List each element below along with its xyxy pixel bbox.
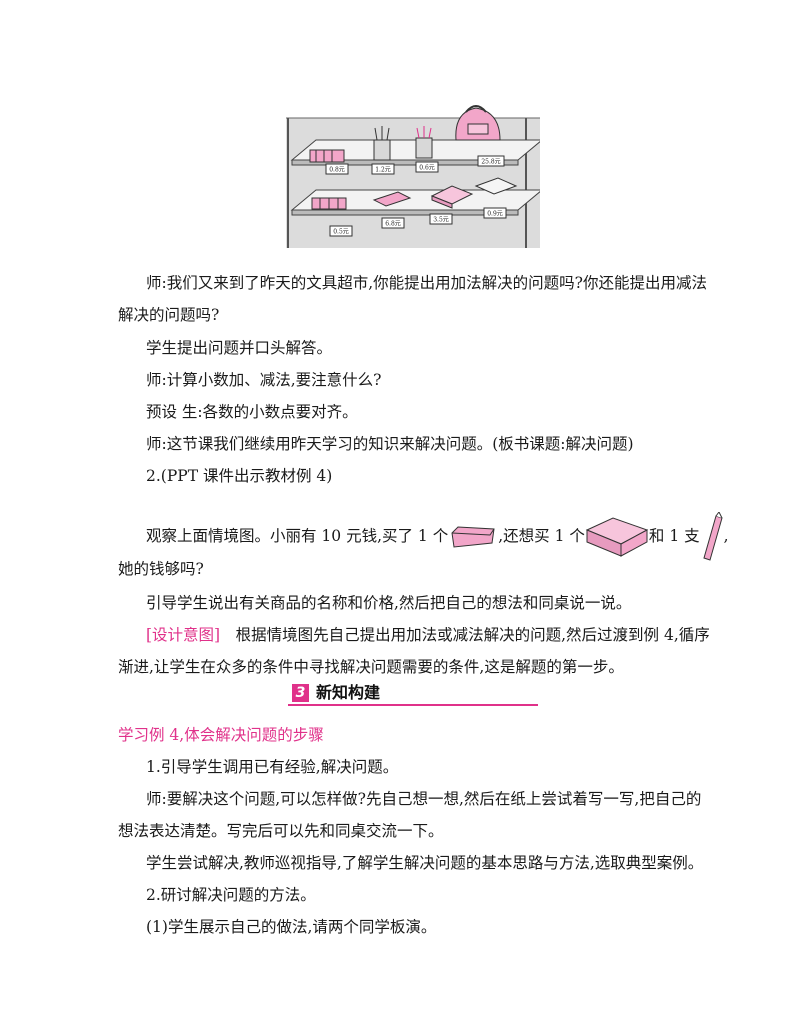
- paragraph-step2: 2.研讨解决问题的方法。: [146, 886, 316, 904]
- pencil-cup-item: [373, 126, 391, 161]
- observe-text-b: ,还想买 1 个: [498, 527, 585, 545]
- price-tag: 0.5元: [333, 229, 349, 236]
- pencil-case-item: [372, 191, 412, 207]
- section-divider: [288, 704, 538, 706]
- paragraph-teacher-instruction-line1: 师:要解决这个问题,可以怎样做?先自己想一想,然后在纸上尝试着写一写,把自己的: [146, 790, 702, 808]
- paragraph-step2-sub1: (1)学生展示自己的做法,请两个同学板演。: [146, 918, 437, 936]
- paragraph-teacher-instruction-line2: 想法表达清楚。写完后可以先和同桌交流一下。: [118, 822, 444, 840]
- paragraph-design-intent-line2: 渐进,让学生在众多的条件中寻找解决问题需要的条件,这是解题的第一步。: [118, 658, 624, 676]
- paragraph-teacher-question-line2: 解决的问题吗?: [118, 306, 220, 324]
- paragraph-teacher-question-line1: 师:我们又来到了昨天的文具超市,你能提出用加法解决的问题吗?你还能提出用减法: [146, 274, 707, 292]
- paragraph-observe-question: 她的钱够吗?: [118, 560, 204, 578]
- notebook-stack-item: [430, 185, 474, 209]
- stationery-shelf-illustration: 0.8元 1.2元 0.6元 25.8元 0.5元 6.8元 3.5元 0.9元: [286, 105, 540, 248]
- price-tag: 3.5元: [433, 217, 449, 224]
- price-tag: 0.8元: [329, 167, 345, 174]
- price-tag: 0.6元: [419, 165, 435, 172]
- price-tag: 25.8元: [481, 159, 500, 166]
- pencil-case-picture: [448, 523, 498, 551]
- price-tag: 6.8元: [385, 221, 401, 228]
- section-title: 新知构建: [316, 683, 381, 702]
- observe-text-d: ,: [723, 527, 729, 545]
- paragraph-step1: 1.引导学生调用已有经验,解决问题。: [146, 758, 399, 776]
- paragraph-teacher-attention: 师:计算小数加、减法,要注意什么?: [146, 371, 382, 389]
- section-number-badge: 3: [292, 684, 309, 702]
- paragraph-ppt-example: 2.(PPT 课件出示教材例 4): [146, 467, 333, 485]
- paragraph-observe-scene: 观察上面情境图。小丽有 10 元钱,买了 1 个 ,还想买 1 个 和 1 支 …: [146, 511, 729, 562]
- observe-text-a: 观察上面情境图。小丽有 10 元钱,买了 1 个: [146, 527, 449, 545]
- section-header: 3 新知构建: [288, 682, 538, 706]
- paragraph-preset-answer: 预设 生:各数的小数点要对齐。: [146, 403, 358, 421]
- eraser-pack-item: [311, 197, 347, 210]
- pencil-cup-2-item: [415, 126, 433, 159]
- paragraph-guide-students: 引导学生说出有关商品的名称和价格,然后把自己的想法和同桌说一说。: [146, 594, 632, 612]
- paragraph-students-try: 学生尝试解决,教师巡视指导,了解学生解决问题的基本思路与方法,选取典型案例。: [146, 854, 704, 872]
- pencil-picture: [700, 511, 724, 562]
- design-intent-tag: [设计意图]: [146, 626, 221, 644]
- subheading-example4: 学习例 4,体会解决问题的步骤: [118, 726, 324, 744]
- price-tag: 1.2元: [375, 167, 391, 174]
- notebook-picture: [585, 516, 649, 558]
- backpack-item: [455, 105, 501, 141]
- observe-text-c: 和 1 支: [648, 527, 700, 545]
- paragraph-design-intent-line1: [设计意图] 根据情境图先自己提出用加法或减法解决的问题,然后过渡到例 4,循序: [146, 618, 716, 652]
- paragraph-lesson-topic: 师:这节课我们继续用昨天学习的知识来解决问题。(板书课题:解决问题): [146, 435, 634, 453]
- price-tag: 0.9元: [487, 211, 503, 218]
- pencil-sharpener-box-item: [309, 149, 345, 163]
- exercise-book-item: [474, 177, 518, 195]
- paragraph-student-answers: 学生提出问题并口头解答。: [146, 339, 333, 357]
- design-intent-text: 根据情境图先自己提出用加法或减法解决的问题,然后过渡到例 4,循序: [235, 626, 710, 644]
